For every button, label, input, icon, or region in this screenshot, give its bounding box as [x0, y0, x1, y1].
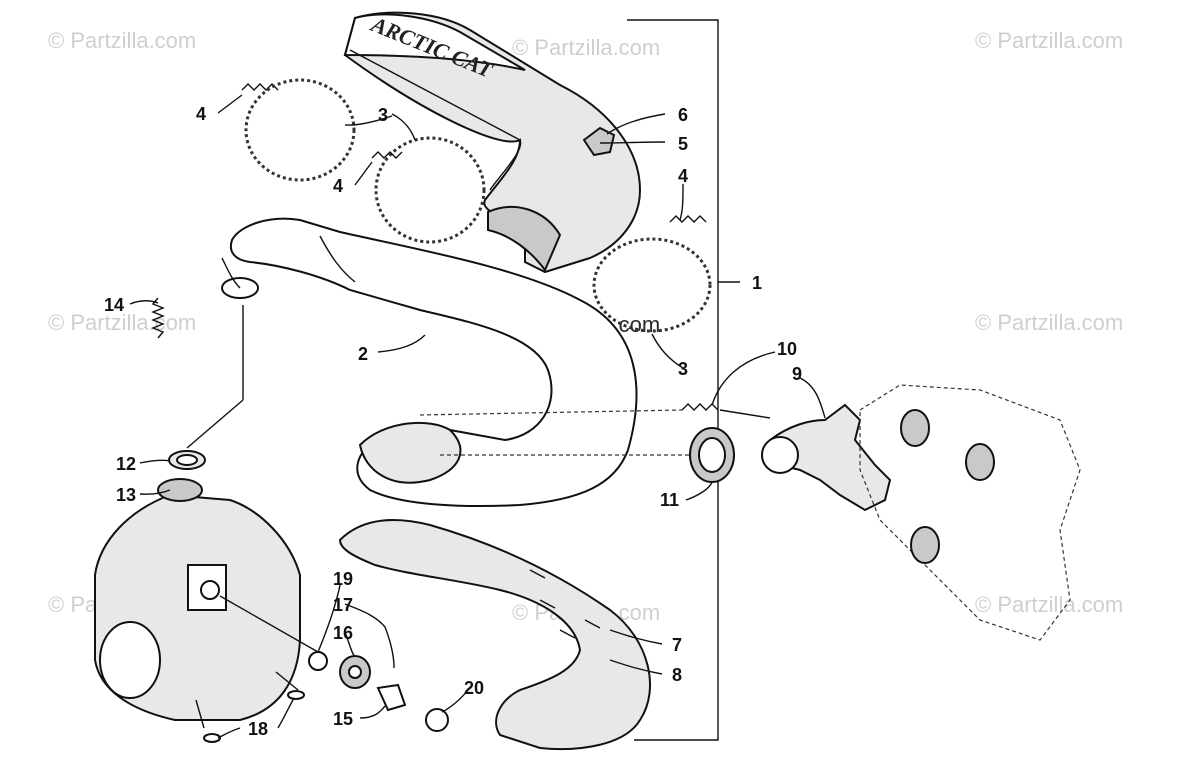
cotter-pin-17 [384, 626, 395, 669]
callout-12: 12 [116, 454, 136, 474]
callout-13: 13 [116, 485, 136, 505]
spring-right [669, 215, 707, 223]
watermark: © Partzilla.com [48, 28, 196, 53]
callout-4: 4 [333, 176, 343, 196]
silencer [94, 478, 305, 743]
expansion-chamber [221, 217, 638, 508]
spring-upper-left [241, 83, 279, 91]
lower-heat-shield [338, 519, 651, 751]
callout-1: 1 [752, 273, 762, 293]
callout-10: 10 [777, 339, 797, 359]
callout-9: 9 [792, 364, 802, 384]
spring-14 [151, 297, 165, 339]
callout-3: 3 [678, 359, 688, 379]
callout-3: 3 [378, 105, 388, 125]
watermark: © Partzilla.com [48, 310, 196, 335]
stud-15 [376, 683, 407, 712]
engine-block [859, 384, 1081, 641]
exhaust-manifold [761, 403, 892, 512]
callout-17: 17 [333, 595, 353, 615]
callout-11: 11 [660, 490, 679, 510]
watermark: © Partzilla.com [975, 28, 1123, 53]
callout-4: 4 [196, 104, 206, 124]
watermark: © Partzilla.com [512, 35, 660, 60]
top-heat-shield: ARCTIC CAT [343, 11, 642, 274]
callout-2: 2 [358, 344, 368, 364]
grommet [168, 450, 206, 470]
nut-20 [425, 708, 449, 732]
callout-19: 19 [333, 569, 353, 589]
callout-6: 6 [678, 105, 688, 125]
clamp-ring-left [244, 78, 356, 182]
clamp-ring-right [592, 237, 712, 333]
washer-19 [308, 651, 328, 671]
callout-20: 20 [464, 678, 484, 698]
callout-16: 16 [333, 623, 353, 643]
leader-lines [129, 94, 826, 739]
callout-labels: 1 2 3 3 3 4 4 4 5 6 7 8 9 10 11 12 13 14… [104, 104, 802, 739]
spring-middle [371, 151, 403, 159]
callout-14: 14 [104, 295, 124, 315]
clamp-ring-middle [374, 136, 486, 244]
callout-15: 15 [333, 709, 353, 729]
assembly-bracket [627, 19, 740, 741]
callout-8: 8 [672, 665, 682, 685]
watermark: © Partzilla.com [975, 592, 1123, 617]
seal-ring [689, 427, 735, 483]
grommet-16 [339, 655, 371, 689]
callout-5: 5 [678, 134, 688, 154]
watermark: © Partzilla.com [975, 310, 1123, 335]
callout-18: 18 [248, 719, 268, 739]
callout-4: 4 [678, 166, 688, 186]
callout-7: 7 [672, 635, 682, 655]
